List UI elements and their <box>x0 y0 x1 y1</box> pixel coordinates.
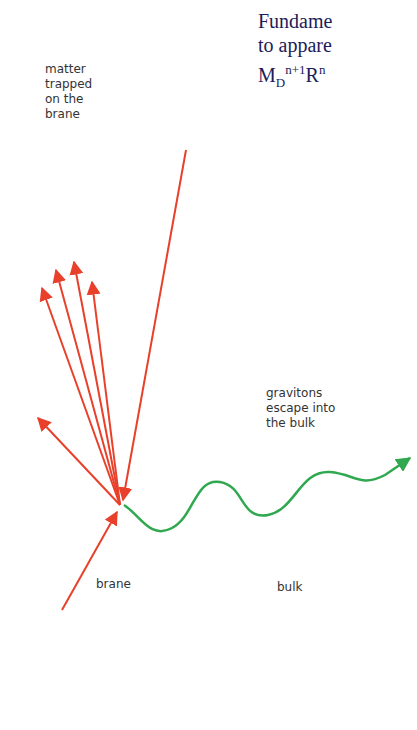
bulk-label: bulk <box>277 580 303 595</box>
brane-edge <box>0 2 214 730</box>
formula-index: n+1 <box>285 62 305 77</box>
graviton-wave <box>124 458 410 531</box>
brane-surface <box>0 2 214 730</box>
brane-plane: matter trapped on the brane brane <box>0 0 216 730</box>
outgoing-track <box>42 288 120 505</box>
brane-outline <box>0 0 216 730</box>
graviton-note: gravitons escape into the bulk <box>266 386 344 431</box>
brane-label: brane <box>96 577 131 592</box>
formula-text: to appare <box>258 34 332 57</box>
outgoing-track <box>92 282 120 505</box>
brane-note: matter trapped on the brane <box>45 62 109 122</box>
matter-tracks <box>38 150 186 610</box>
formula-index: n <box>319 62 326 77</box>
formula-symbol: M <box>258 64 276 86</box>
formula-index: D <box>276 75 285 90</box>
outgoing-track <box>74 262 120 505</box>
incoming-track <box>62 512 117 610</box>
formula-text: Fundame <box>258 10 332 33</box>
formula-line: MDn+1Rn <box>258 58 325 94</box>
outgoing-track <box>38 418 120 505</box>
formula-symbol: R <box>306 64 319 86</box>
incoming-track <box>123 150 186 500</box>
